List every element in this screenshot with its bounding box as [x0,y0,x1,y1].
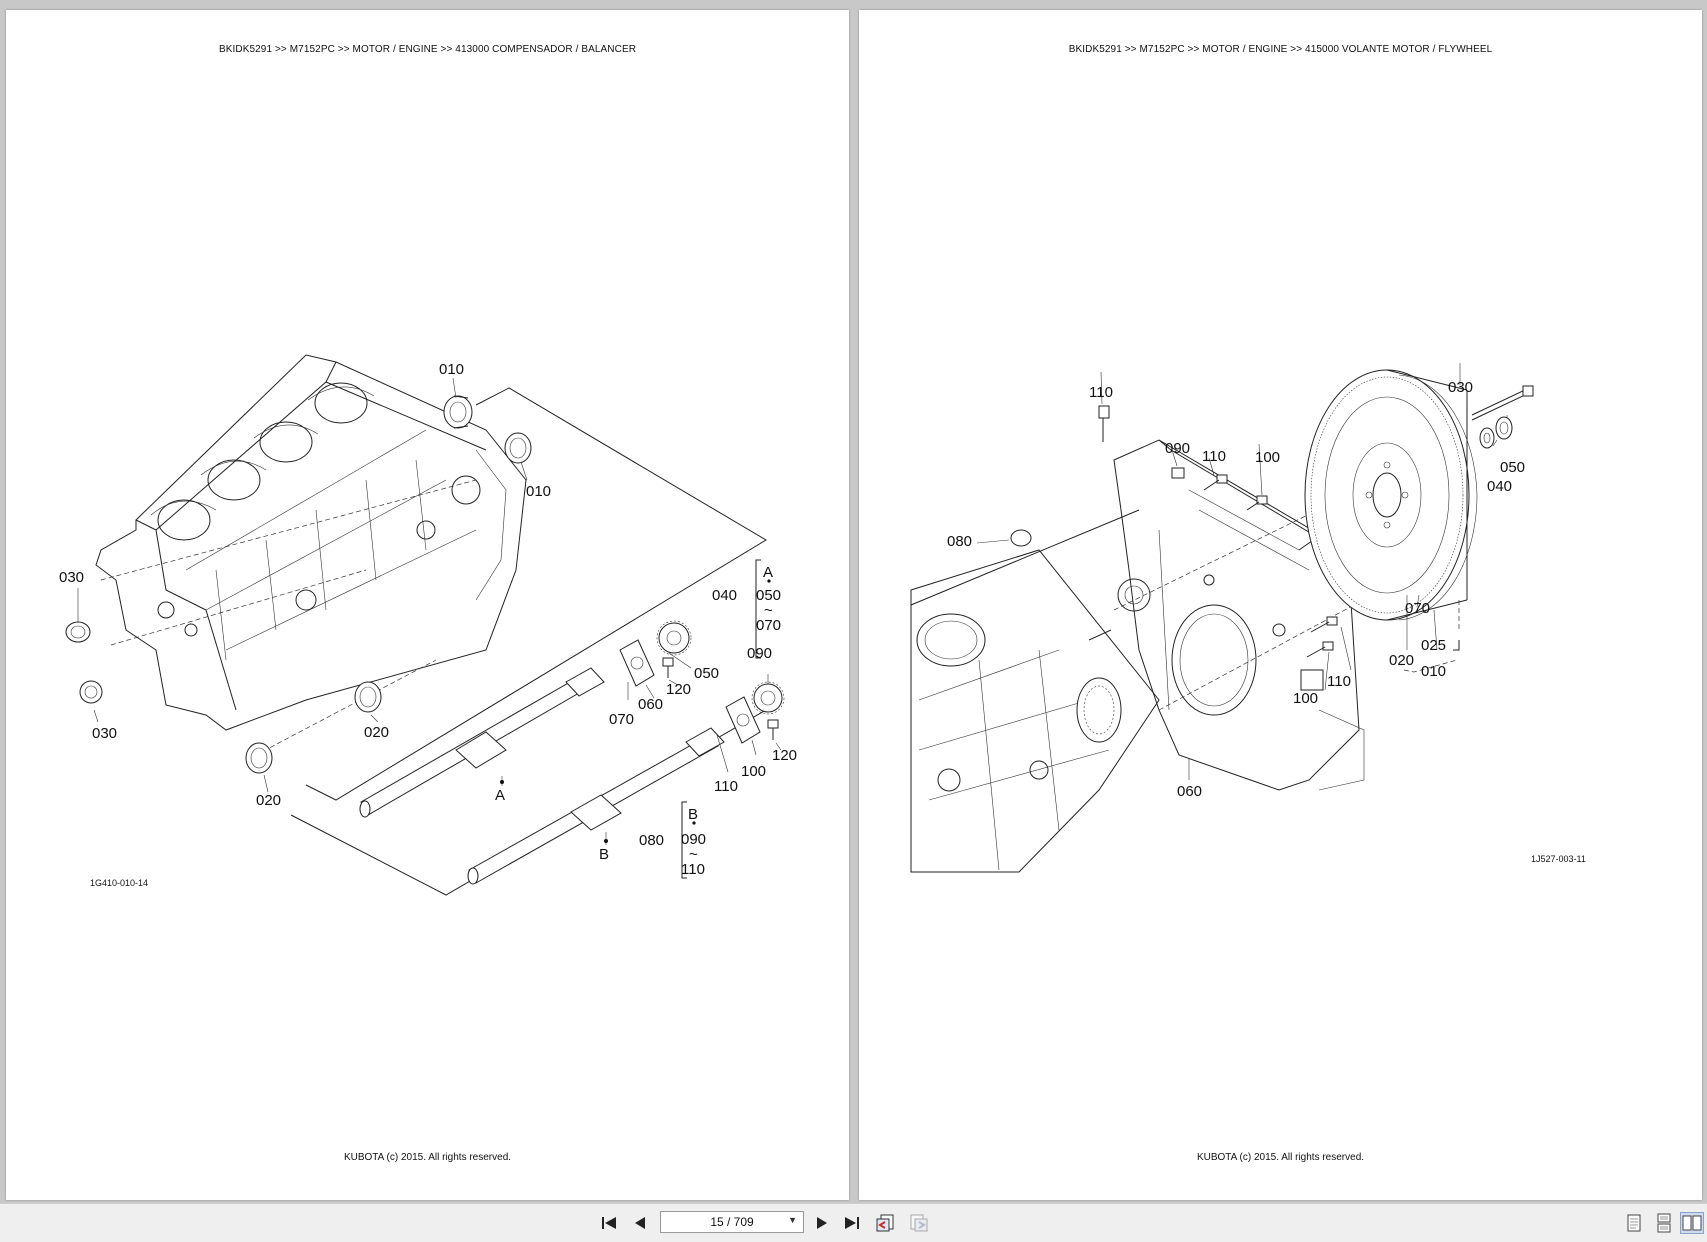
go-back-icon[interactable] [874,1212,898,1234]
bolt-120-a [662,657,674,678]
flywheel-housing-060 [1113,439,1365,791]
callout: 020 [1389,652,1414,669]
callout: 040 [712,587,737,604]
flywheel-020 [1304,369,1478,621]
callout: 090 [681,831,706,848]
engine-block-illustration [910,549,1160,873]
callout: 060 [1177,783,1202,800]
balancer-exploded-diagram: 010 010 030 030 020 020 040 A 050 ~ 070 … [59,354,797,896]
balancer-shaft-b [467,727,725,885]
bolt-090 [1171,467,1185,479]
continuous-view-icon[interactable] [1652,1212,1676,1234]
callout: 100 [741,763,766,780]
plate-060 [619,639,655,687]
callout: 030 [1448,379,1473,396]
callout: 025 [1421,637,1446,654]
callout: 120 [772,747,797,764]
callout: 010 [526,483,551,500]
go-forward-icon[interactable] [906,1212,930,1234]
callout: 030 [92,725,117,742]
callout: 060 [638,696,663,713]
callout: 050 [756,587,781,604]
callout: A [763,564,773,581]
balancer-shaft-a [359,667,605,818]
callout: 050 [1500,459,1525,476]
callout: 070 [609,711,634,728]
bushing-030-a [65,621,91,643]
single-page-view-icon[interactable] [1622,1212,1646,1234]
callout: 010 [439,361,464,378]
callout: 070 [1405,600,1430,617]
plug-080 [1010,529,1032,547]
bushing-020-b [245,742,273,774]
callout: B [688,806,698,823]
page-footer: KUBOTA (c) 2015. All rights reserved. [1196,1152,1365,1163]
callout: 010 [1421,663,1446,680]
callout: 020 [256,792,281,809]
last-page-icon[interactable] [840,1212,864,1234]
drawing-code: 1G410-010-14 [90,878,148,888]
callout: 100 [1293,690,1318,707]
bolt-110-c [1310,616,1338,633]
callout: ~ [764,602,773,619]
callout: 120 [666,681,691,698]
engine-block-illustration [95,354,527,756]
callout: 050 [694,665,719,682]
washer-050 [1495,416,1513,440]
bolt-100-b [1306,641,1334,658]
page-indicator-text: 15 / 709 [710,1215,754,1229]
document-page-right: BKIDK5291 >> M7152PC >> MOTOR / ENGINE >… [859,10,1702,1200]
callout: 030 [59,569,84,586]
callout: 110 [1327,673,1351,690]
callout: 110 [1202,448,1226,465]
callout: 110 [681,861,705,878]
bolt-110-b [1203,474,1228,491]
document-page-left: BKIDK5291 >> M7152PC >> MOTOR / ENGINE >… [6,10,849,1200]
page-header: BKIDK5291 >> M7152PC >> MOTOR / ENGINE >… [218,44,637,55]
bolt-120-b [767,719,779,740]
gear-090 [751,681,785,715]
flywheel-exploded-diagram: 110 090 110 100 080 030 050 040 070 020 … [910,363,1586,873]
bolt-030 [1471,385,1534,421]
bushing-010-b [504,432,532,464]
bushing-030-b [79,680,103,704]
plate-100 [725,696,761,744]
callout: 110 [1089,384,1113,401]
page-footer: KUBOTA (c) 2015. All rights reserved. [343,1152,512,1163]
callout: 080 [947,533,972,550]
callout: B [599,846,609,863]
callout: 090 [747,645,772,662]
gear-050 [656,620,692,656]
callout: A [495,787,505,804]
bushing-020-a [354,681,382,713]
page-number-input[interactable]: 15 / 709 ▼ [660,1211,804,1233]
callout: 040 [1487,478,1512,495]
chevron-down-icon[interactable]: ▼ [788,1215,797,1225]
callout: 090 [1165,440,1190,457]
next-page-icon[interactable] [810,1212,834,1234]
bolt-110-a [1098,405,1110,442]
bolt-100-a [1246,495,1268,511]
callout: 080 [639,832,664,849]
callout: 070 [756,617,781,634]
bushing-010-a [443,395,473,429]
callout: ~ [689,846,698,863]
first-page-icon[interactable] [597,1212,621,1234]
two-page-view-icon[interactable] [1680,1212,1704,1234]
viewer-toolbar: 15 / 709 ▼ [0,1203,1707,1242]
drawing-code: 1J527-003-11 [1531,854,1586,864]
callout: 100 [1255,449,1280,466]
callout: 020 [364,724,389,741]
callout: 110 [714,778,738,795]
washer-040 [1479,427,1495,449]
page-header: BKIDK5291 >> M7152PC >> MOTOR / ENGINE >… [1068,44,1493,55]
previous-page-icon[interactable] [628,1212,652,1234]
